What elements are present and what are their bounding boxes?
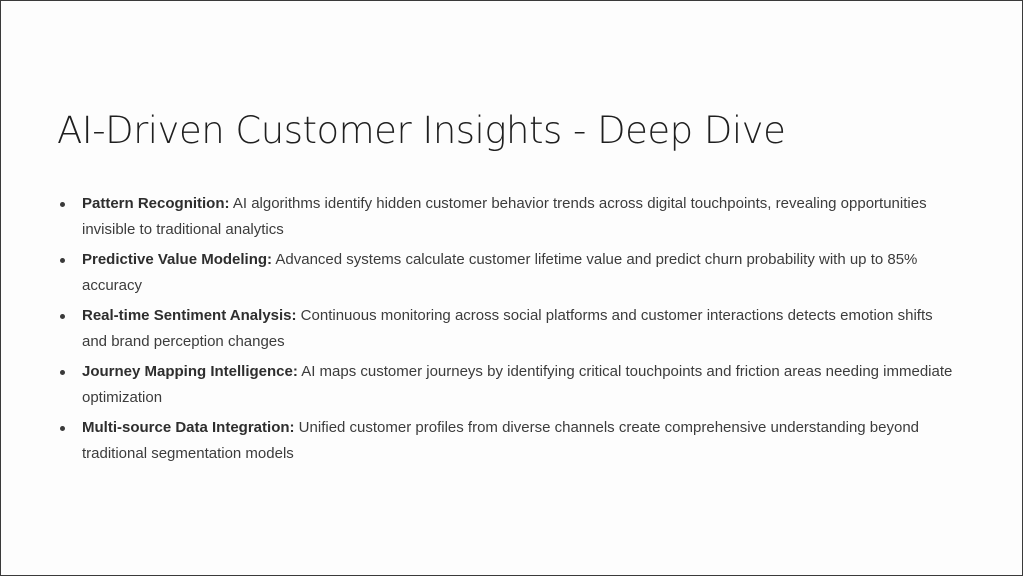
bullet-list: Pattern Recognition: AI algorithms ident… xyxy=(56,191,961,471)
bullet-dot-icon xyxy=(60,258,65,263)
bullet-text: AI maps customer journeys by identifying… xyxy=(82,363,953,406)
bullet-dot-icon xyxy=(60,314,65,319)
bullet-dot-icon xyxy=(60,426,65,431)
bullet-text: AI algorithms identify hidden customer b… xyxy=(82,195,927,238)
bullet-text: Unified customer profiles from diverse c… xyxy=(82,419,920,462)
bullet-item-pattern-recognition: Pattern Recognition: AI algorithms ident… xyxy=(56,191,961,242)
bullet-term: Journey Mapping Intelligence: xyxy=(82,363,298,380)
bullet-dot-icon xyxy=(60,370,65,375)
bullet-item-journey-mapping: Journey Mapping Intelligence: AI maps cu… xyxy=(56,359,961,410)
bullet-term: Real-time Sentiment Analysis: xyxy=(82,307,297,324)
bullet-text: Advanced systems calculate customer life… xyxy=(82,251,918,294)
slide-title: AI-Driven Customer Insights - Deep Dive xyxy=(57,109,786,152)
bullet-item-data-integration: Multi-source Data Integration: Unified c… xyxy=(56,415,961,466)
bullet-term: Predictive Value Modeling: xyxy=(82,251,273,268)
bullet-item-sentiment-analysis: Real-time Sentiment Analysis: Continuous… xyxy=(56,303,961,354)
bullet-item-predictive-value-modeling: Predictive Value Modeling: Advanced syst… xyxy=(56,247,961,298)
bullet-dot-icon xyxy=(60,202,65,207)
bullet-term: Multi-source Data Integration: xyxy=(82,419,295,436)
bullet-term: Pattern Recognition: xyxy=(82,195,230,212)
bullet-text: Continuous monitoring across social plat… xyxy=(82,307,933,350)
